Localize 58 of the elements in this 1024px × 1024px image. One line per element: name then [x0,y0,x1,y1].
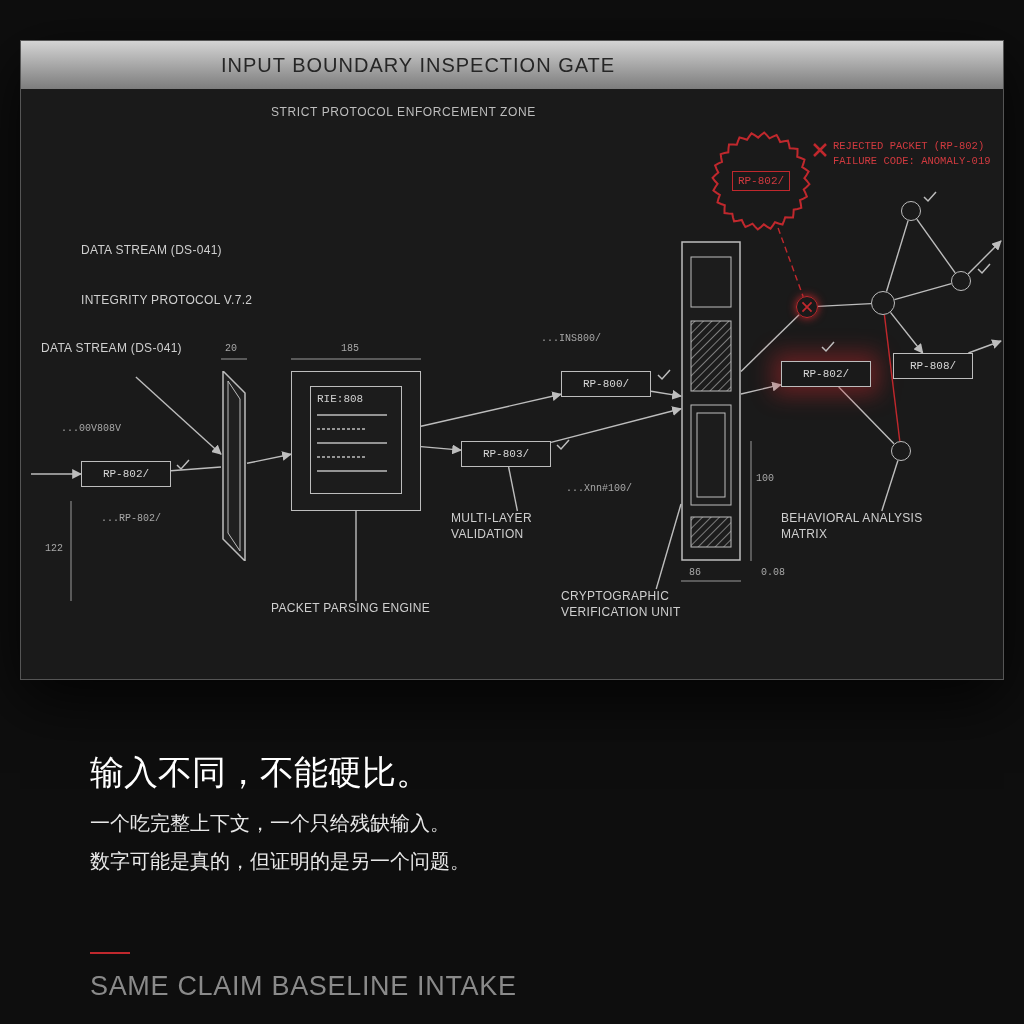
packet-box: RP-808/ [893,353,973,379]
headline: 输入不同，不能硬比。 [90,752,431,793]
connector-line [883,314,901,442]
dimension-text: 122 [45,542,64,556]
dimension-text: 20 [225,342,238,356]
leader-line [881,459,899,512]
connector-line [170,466,222,472]
annotation-text: DATA STREAM (DS-041) [81,242,223,259]
verification-unit-drawing [681,241,741,561]
component-label: DATA STREAM (DS-041) [41,341,191,357]
rejection-note: FAILURE CODE: ANOMALY-019 [833,154,991,169]
arrow [30,469,82,479]
filter-gate [221,371,247,561]
dimension-text: ...00V808V [61,422,122,436]
arrow [967,339,1002,354]
arrow [740,381,782,395]
footer-text: SAME CLAIM BASELINE INTAKE [90,970,518,1003]
arrow [550,406,682,444]
flagged-packet-box: RP-802/ [781,361,871,387]
connector-line [916,218,956,274]
arrow [246,451,292,464]
arrow [420,391,562,427]
connector-line [885,219,909,293]
dimension-text: ...Xnn#100/ [566,482,633,496]
packet-box: RP-800/ [561,371,651,397]
dimension-text: 86 [689,566,702,580]
annotation-text: INTEGRITY PROTOCOL V.7.2 [81,292,254,309]
arrow [967,240,1002,275]
dimension-text: 185 [341,342,360,356]
diagram-title: INPUT BOUNDARY INSPECTION GATE [221,53,616,78]
body-text: 数字可能是真的，但证明的是另一个问题。 [90,849,471,874]
leader-line [135,376,222,455]
dimension-text: ...RP-802/ [101,512,162,526]
connector-line [817,302,872,308]
parsing-engine-box: RIE:808 [291,371,421,511]
zone-label: STRICT PROTOCOL ENFORCEMENT ZONE [271,104,537,121]
rejection-note: REJECTED PACKET (RP-802) [833,139,985,154]
connector-line [893,283,953,301]
packet-box: RP-802/ [81,461,171,487]
arrow [420,444,462,455]
component-label: PACKET PARSING ENGINE [271,601,441,617]
leader-line [507,466,519,512]
dimension-text: ...INS800/ [541,332,602,346]
component-label: CRYPTOGRAPHIC VERIFICATION UNIT [561,589,741,621]
component-label: MULTI-LAYER VALIDATION [451,511,591,543]
packet-box: RP-803/ [461,441,551,467]
connector-line [838,386,895,445]
dimension-text: 0.08 [761,566,786,580]
leader-line [655,503,682,590]
connector-line [777,227,804,298]
body-text: 一个吃完整上下文，一个只给残缺输入。 [90,811,451,836]
dimension-text: 100 [756,472,775,486]
component-label: BEHAVIORAL ANALYSIS MATRIX [781,511,971,543]
leader-line [355,510,357,602]
arrow [889,311,924,354]
rejected-seal: RP-802/ [711,131,811,231]
connector-line [740,314,800,373]
arrow [650,389,682,400]
